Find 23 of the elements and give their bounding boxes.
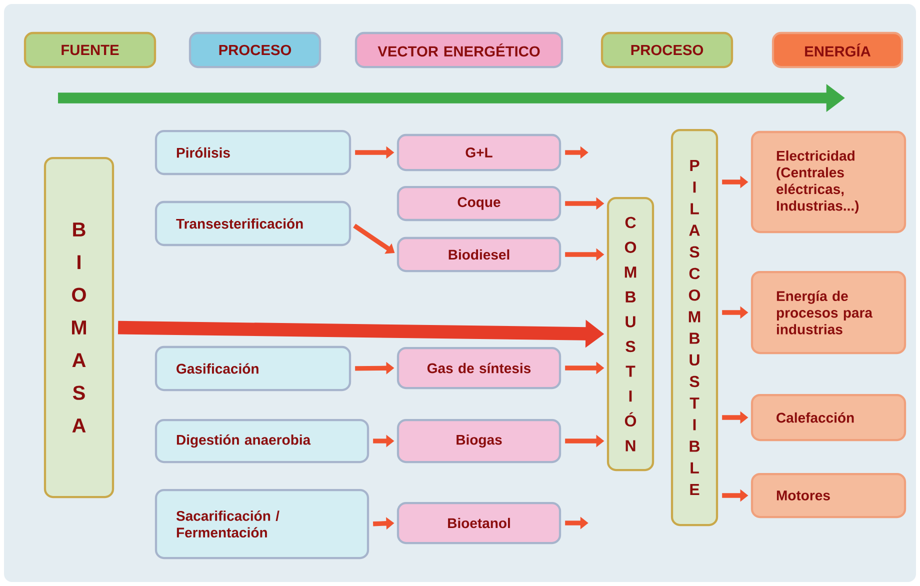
energy-box: Motores (750, 472, 906, 518)
header-pill: ENERGÍA (772, 32, 904, 68)
source-box: BIOMASA (44, 156, 114, 498)
process-box: Digestión anaerobia (154, 418, 370, 464)
process-box: Gasificación (154, 346, 352, 392)
energy-box: Calefacción (750, 394, 906, 442)
process-box: Transesterificación (154, 200, 352, 246)
header-pill: FUENTE (24, 32, 156, 68)
header-pill: PROCESO (188, 32, 322, 68)
carrier-box: Biodiesel (396, 236, 562, 272)
header-pill: PROCESO (600, 32, 734, 68)
energy-box: Electricidad (Centrales eléctricas, Industrias...) (750, 130, 906, 234)
process-box: Pirólisis (154, 130, 352, 176)
process-box: Sacarificación / Fermentación (154, 488, 370, 560)
carrier-box: G+L (396, 134, 562, 172)
process-column: COMBUSTIÓN (606, 196, 654, 472)
carrier-box: Coque (396, 186, 562, 222)
carrier-box: Bioetanol (396, 502, 562, 544)
header-pill: VECTOR ENERGÉTICO (354, 32, 564, 68)
carrier-box: Gas de síntesis (396, 346, 562, 390)
process-column: PILAS COMBUSTIBLE (670, 128, 718, 526)
energy-box: Energía de procesos para industrias (750, 270, 906, 354)
carrier-box: Biogas (396, 418, 562, 464)
